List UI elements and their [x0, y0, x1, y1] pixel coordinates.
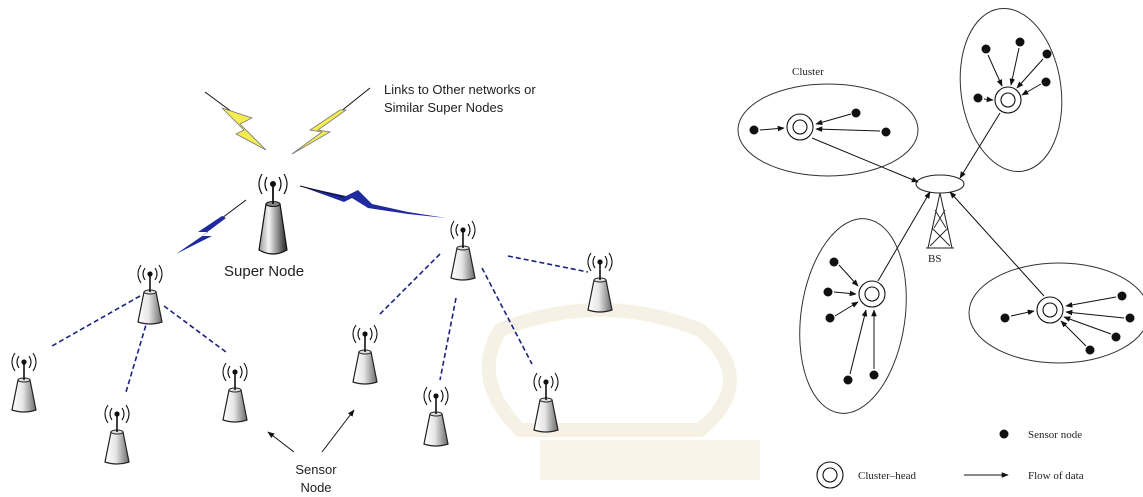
sensor-node-dot-icon	[825, 313, 835, 323]
sensor-node-dot-icon	[823, 287, 833, 297]
sensor-node-dot-icon	[1111, 332, 1121, 342]
cluster-head-icon	[858, 280, 886, 308]
sensor-node-dot-icon	[829, 257, 839, 267]
legend: Sensor node Cluster–head Flow of data	[816, 429, 1084, 489]
background-watermark	[481, 303, 760, 480]
antenna-tower-icon	[104, 404, 130, 465]
antenna-tower-icon	[137, 264, 163, 325]
cluster-head-icon	[786, 113, 814, 141]
sensor-node-dot-icon	[843, 375, 853, 385]
sensor-node-dot-icon	[1041, 77, 1051, 87]
sensor-node-dot-icon	[1085, 345, 1095, 355]
antenna-tower-icon	[423, 386, 449, 447]
cluster-head-icon	[1036, 296, 1064, 324]
cluster-boundary	[799, 218, 907, 414]
cluster-head-icon	[994, 86, 1022, 114]
links-label-line1: Links to Other networks or	[384, 82, 536, 97]
lightning-bolt-icon	[291, 87, 371, 155]
legend-flow-of-data: Flow of data	[1028, 470, 1084, 482]
sensor-node-dot-icon	[981, 44, 991, 54]
sensor-node-dot-icon	[1117, 291, 1127, 301]
cluster-label: Cluster	[792, 66, 824, 78]
base-station-tower-icon	[915, 174, 965, 249]
super-node-label: Super Node	[224, 263, 304, 280]
left-network-diagram: Links to Other networks or Similar Super…	[11, 82, 613, 495]
legend-sensor-node: Sensor node	[1028, 429, 1082, 441]
lightning-bolt-icon	[299, 185, 446, 218]
sensor-label-line1: Sensor	[295, 462, 337, 477]
cluster-boundary	[737, 83, 919, 177]
lightning-bolt-icon	[176, 199, 247, 254]
right-cluster-diagram: Cluster BS Sensor node Cluster–head Flow…	[737, 8, 1143, 489]
sensor-node-dot-icon	[869, 370, 879, 380]
antenna-tower-icon	[222, 362, 248, 423]
sensor-node-dot-icon	[1015, 37, 1025, 47]
sensor-node-dot-icon	[973, 93, 983, 103]
cluster-boundary	[959, 8, 1063, 172]
sensor-node-dot-icon	[999, 429, 1009, 439]
sensor-node-dot-icon	[749, 125, 759, 135]
antenna-tower-icon	[352, 324, 378, 385]
super-node-tower-icon	[258, 173, 288, 255]
sensor-node-dot-icon	[1042, 49, 1052, 59]
antenna-tower-icon	[533, 372, 559, 433]
sensor-node-dot-icon	[851, 108, 861, 118]
antenna-tower-icon	[450, 220, 476, 281]
legend-cluster-head: Cluster–head	[858, 470, 917, 482]
cluster-boundary	[968, 262, 1143, 364]
sensor-label-line2: Node	[300, 480, 331, 495]
cluster-head-icon	[816, 461, 844, 489]
links-label-line2: Similar Super Nodes	[384, 100, 504, 115]
antenna-tower-icon	[11, 352, 37, 413]
antenna-tower-icon	[587, 252, 613, 313]
sensor-node-dot-icon	[881, 127, 891, 137]
sensor-node-dot-icon	[1125, 313, 1135, 323]
lightning-bolt-icon	[204, 91, 267, 151]
sensor-node-dot-icon	[1000, 313, 1010, 323]
bs-label: BS	[928, 253, 941, 265]
